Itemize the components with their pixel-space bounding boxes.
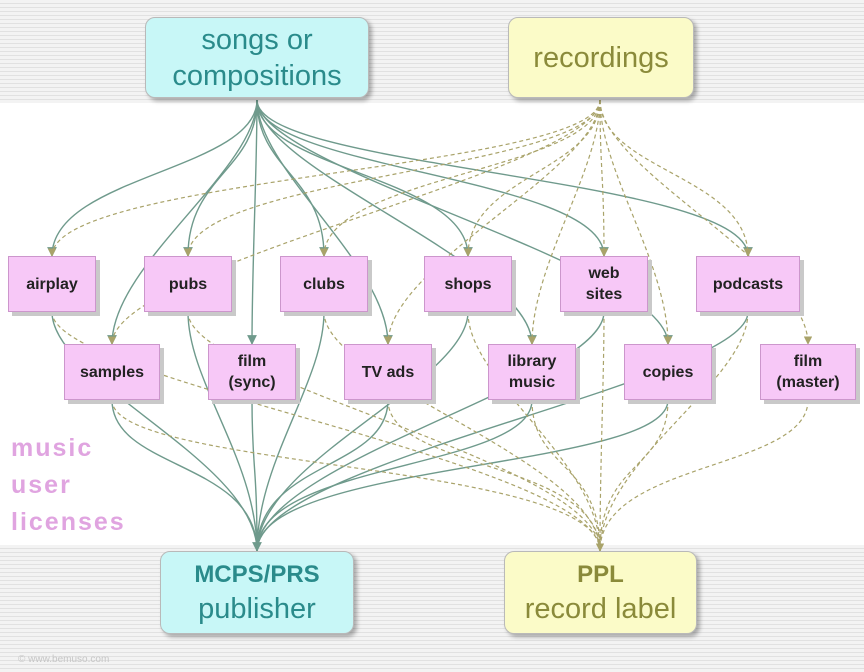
label-link-airplay — [51, 311, 601, 552]
node-samples-label: samples — [79, 363, 145, 381]
recording-link-samples — [107, 99, 601, 345]
label-link-shops — [467, 311, 601, 552]
composition-link-samples — [107, 99, 258, 345]
label-link-samples — [111, 399, 601, 552]
copyright-footer: © www.bemuso.com — [18, 654, 110, 665]
label-link-pubs — [187, 311, 601, 552]
publisher-box: MCPS/PRS publisher — [160, 551, 354, 634]
node-airplay-label: airplay — [26, 275, 78, 293]
publisher-link-shops — [256, 311, 469, 552]
composition-link-web-sites — [256, 99, 609, 257]
node-film-master: film (master) — [760, 344, 856, 400]
recording-link-library-music — [527, 99, 601, 345]
publisher-link-film-sync — [251, 399, 262, 552]
node-web-sites: web sites — [560, 256, 648, 312]
publisher-link-web-sites — [256, 311, 605, 552]
songs-compositions-box: songs or compositions — [145, 17, 369, 98]
side-label-line-2: user — [11, 471, 72, 499]
node-shops: shops — [424, 256, 512, 312]
music-user-licenses-label: music user licenses — [11, 430, 126, 541]
label-link-library-music — [531, 399, 601, 552]
recording-link-podcasts — [599, 99, 753, 257]
node-airplay: airplay — [8, 256, 96, 312]
label-line-2: record label — [524, 592, 677, 625]
composition-link-library-music — [256, 99, 537, 345]
node-pubs: pubs — [144, 256, 232, 312]
publisher-line-2: publisher — [198, 592, 316, 625]
node-library-music-line-2: music — [508, 374, 556, 391]
songs-line-2: compositions — [172, 59, 342, 92]
publisher-line-1: MCPS/PRS — [194, 560, 320, 588]
node-film-master-line-2: (master) — [776, 374, 840, 391]
publisher-link-tv-ads — [256, 399, 389, 552]
composition-link-podcasts — [256, 99, 753, 257]
recording-link-copies — [599, 99, 673, 345]
node-podcasts: podcasts — [696, 256, 800, 312]
label-line-1: PPL — [577, 560, 624, 588]
label-link-film-master — [595, 399, 809, 552]
side-label-line-1: music — [11, 434, 94, 462]
recording-link-film-master — [599, 99, 813, 345]
composition-link-film-sync — [247, 99, 258, 345]
node-web-sites-line-1: web — [588, 265, 620, 282]
recording-link-web-sites — [599, 99, 609, 257]
node-library-music: library music — [488, 344, 576, 400]
top-band — [0, 0, 864, 103]
composition-link-clubs — [256, 99, 329, 257]
recording-link-shops — [463, 99, 601, 257]
node-tv-ads: TV ads — [344, 344, 432, 400]
recording-link-airplay — [47, 99, 601, 257]
composition-link-tv-ads — [256, 99, 393, 345]
recordings-box: recordings — [508, 17, 694, 98]
recording-link-pubs — [183, 99, 601, 257]
node-podcasts-label: podcasts — [712, 275, 784, 293]
node-film-sync: film (sync) — [208, 344, 296, 400]
composition-link-shops — [256, 99, 473, 257]
label-link-podcasts — [599, 311, 749, 552]
composition-link-airplay — [47, 99, 258, 257]
side-label-line-3: licenses — [11, 508, 126, 536]
node-copies: copies — [624, 344, 712, 400]
node-film-sync-line-1: film — [237, 353, 267, 370]
node-samples: samples — [64, 344, 160, 400]
node-pubs-label: pubs — [168, 275, 208, 293]
composition-link-pubs — [183, 99, 258, 257]
node-library-music-line-1: library — [507, 353, 557, 370]
publisher-link-clubs — [256, 311, 325, 552]
publisher-link-library-music — [256, 399, 533, 552]
label-link-tv-ads — [387, 399, 601, 552]
recording-link-tv-ads — [383, 99, 601, 345]
publisher-link-pubs — [187, 311, 258, 552]
recording-link-clubs — [319, 99, 601, 257]
node-tv-ads-label: TV ads — [361, 363, 415, 381]
node-shops-label: shops — [444, 275, 492, 293]
recordings-label: recordings — [533, 41, 669, 74]
node-film-master-line-1: film — [793, 353, 823, 370]
publisher-link-copies — [256, 399, 669, 552]
songs-line-1: songs or — [201, 23, 313, 56]
label-link-copies — [599, 399, 669, 552]
label-link-web-sites — [599, 311, 605, 552]
bottom-band — [0, 545, 864, 672]
node-web-sites-line-2: sites — [585, 286, 623, 303]
publisher-link-podcasts — [256, 311, 749, 552]
node-film-sync-line-2: (sync) — [228, 374, 276, 391]
node-copies-label: copies — [642, 363, 694, 381]
node-clubs-label: clubs — [303, 275, 345, 293]
node-clubs: clubs — [280, 256, 368, 312]
publisher-link-samples — [111, 399, 258, 552]
label-link-clubs — [323, 311, 601, 552]
record-label-box: PPL record label — [504, 551, 697, 634]
